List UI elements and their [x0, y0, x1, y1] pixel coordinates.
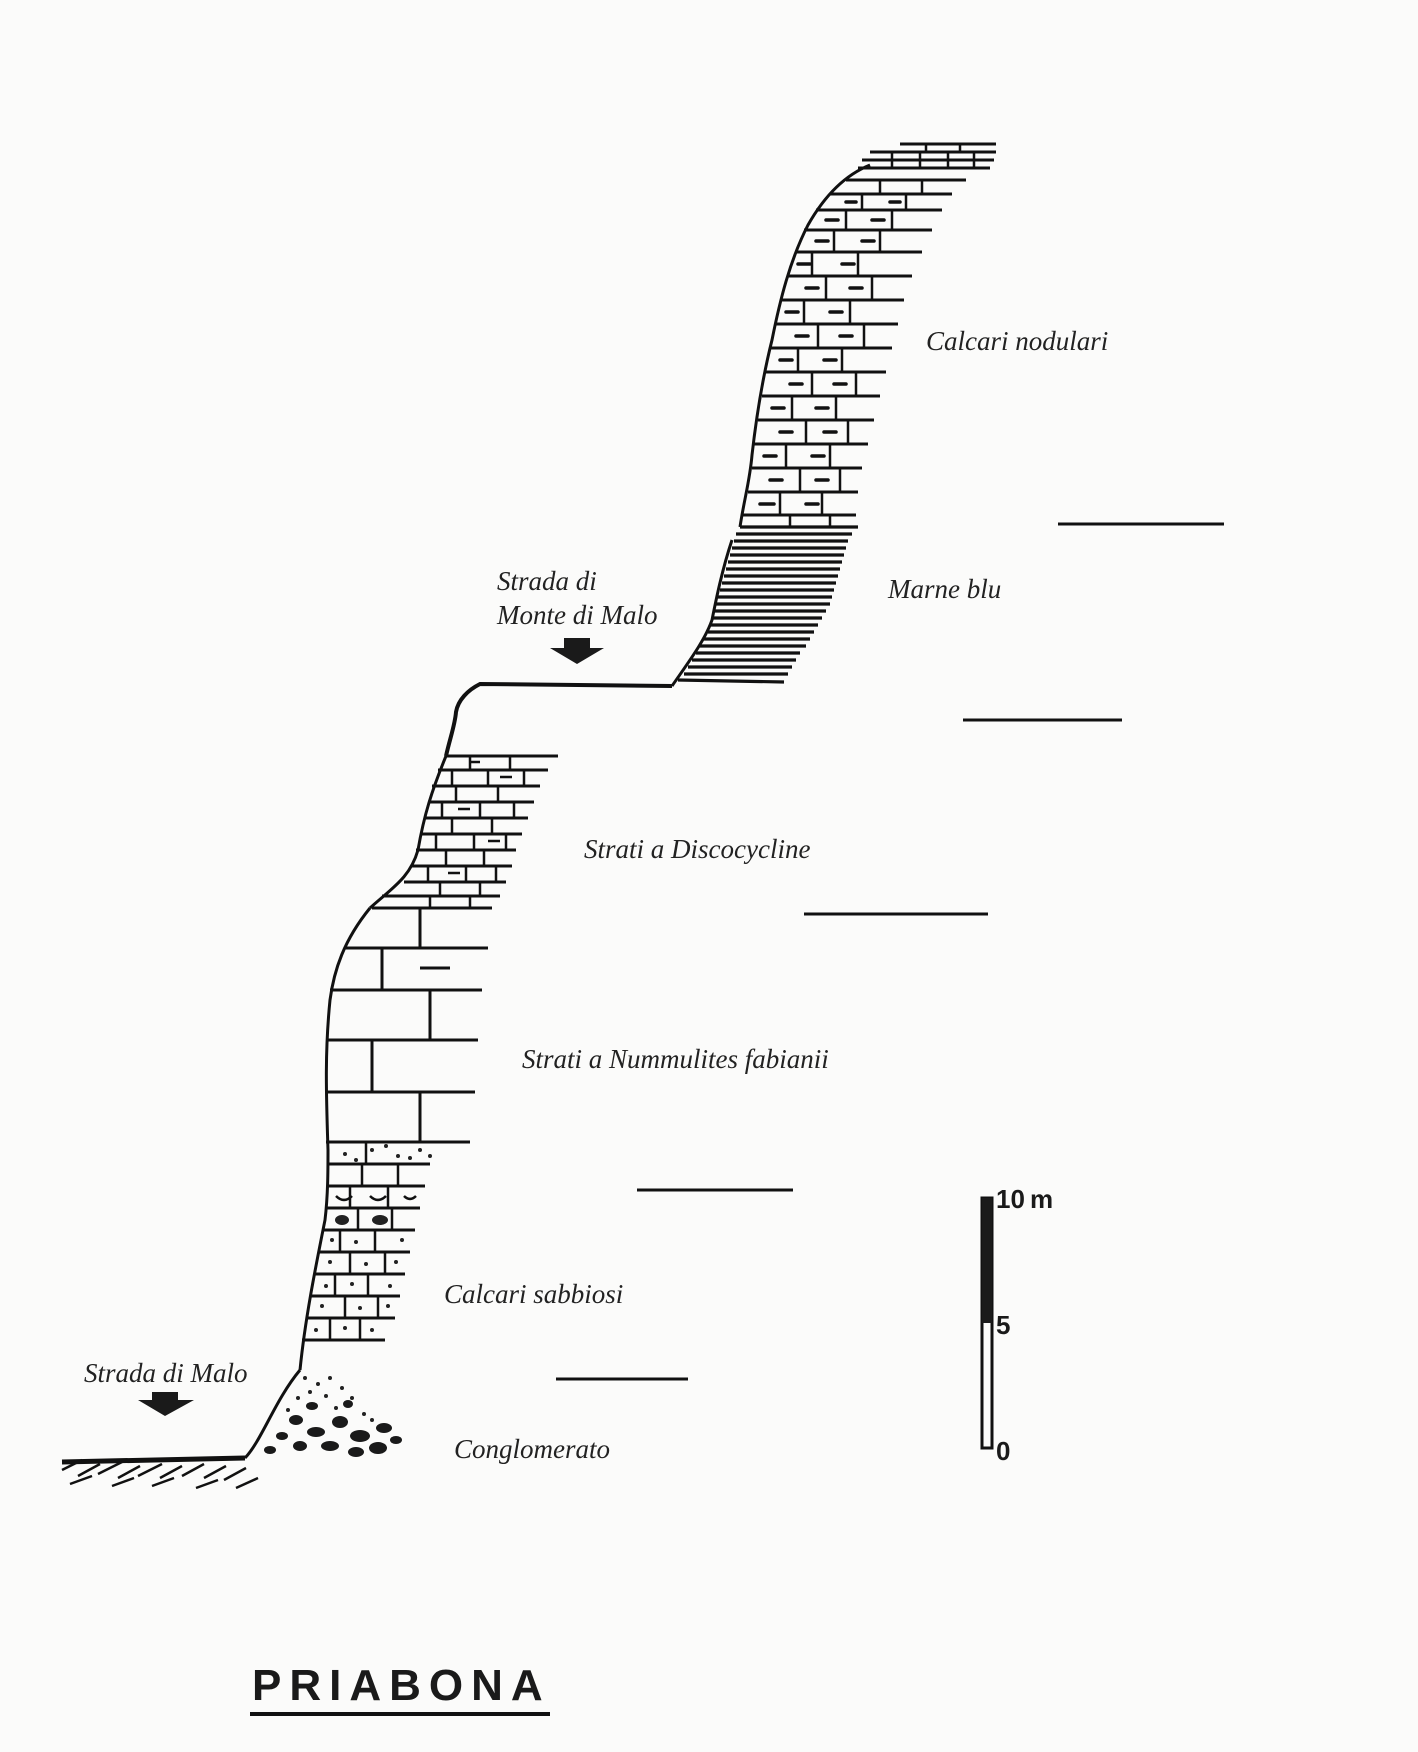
- road-bench-monte-di-malo: [444, 681, 673, 757]
- arrow-down-icon: [550, 638, 604, 664]
- label-strati-discocycline: Strati a Discocycline: [584, 834, 810, 864]
- label-marne-blu: Marne blu: [887, 574, 1001, 604]
- label-conglomerato: Conglomerato: [454, 1434, 610, 1464]
- scale-label-top: 10: [996, 1184, 1025, 1214]
- unit-calcari-sabbiosi-pattern: [298, 1140, 470, 1371]
- label-road-monte-di-malo-line2: Monte di Malo: [496, 600, 657, 630]
- ground-surface: [61, 1455, 259, 1490]
- scale-label-bottom: 0: [996, 1436, 1010, 1466]
- label-calcari-sabbiosi: Calcari sabbiosi: [444, 1279, 623, 1309]
- scale-label-mid: 5: [996, 1310, 1010, 1340]
- unit-calcari-nodulari-pattern: [738, 142, 996, 528]
- label-road-monte-di-malo-line1: Strada di: [497, 566, 597, 596]
- label-road-malo: Strada di Malo: [84, 1358, 248, 1388]
- label-calcari-nodulari: Calcari nodulari: [926, 326, 1108, 356]
- unit-boundary-lines: [556, 522, 1224, 1381]
- unit-marne-blu-pattern: [670, 525, 858, 688]
- scale-label-top-unit: m: [1030, 1184, 1053, 1214]
- figure-title: PRIABONA: [252, 1661, 551, 1710]
- scale-bar: [980, 1196, 994, 1450]
- unit-discocycline-pattern: [368, 754, 558, 910]
- unit-nummulites-pattern: [324, 906, 492, 1151]
- unit-conglomerato-pattern: [243, 1369, 402, 1462]
- arrow-down-icon: [138, 1392, 194, 1416]
- label-strati-nummulites: Strati a Nummulites fabianii: [522, 1044, 829, 1074]
